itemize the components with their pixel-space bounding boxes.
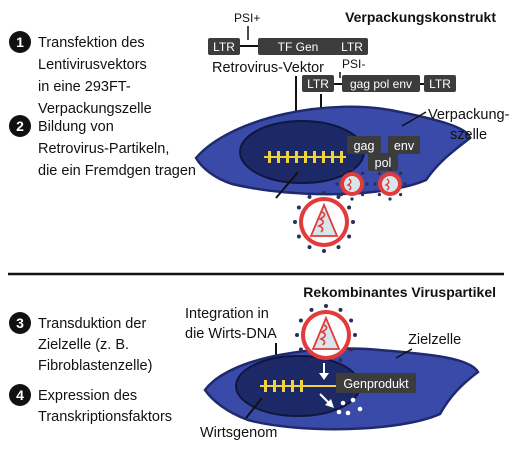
gene-product-box: [336, 373, 416, 393]
packaging-ltr-left-label: LTR: [307, 77, 329, 91]
packaging-dna: [264, 151, 346, 163]
small-virus-1: [335, 167, 369, 201]
step-3: 3 Transduktion der Zielzelle (z. B. Fibr…: [9, 312, 152, 374]
target-cell: Genprodukt: [203, 347, 480, 431]
env-label: env: [394, 139, 415, 153]
step-4-badge: [9, 384, 31, 406]
bottom-heading: Rekombinantes Viruspartikel: [303, 284, 496, 300]
step-1: 1 Transfektion des Lentivirusvektors in …: [9, 31, 152, 117]
small-virus-2: [373, 167, 407, 201]
packaging-genes-label: gag pol env: [350, 77, 412, 91]
virus-particle-top: [293, 191, 355, 253]
vector-ltr-right: [336, 38, 368, 55]
packaging-ltr-right: [424, 75, 456, 92]
target-cell-label: Zielzelle: [408, 332, 461, 348]
gag-box: [347, 136, 381, 154]
packaging-construct: PSI- LTR gag pol env LTR: [302, 57, 456, 92]
step-3-number: 3: [16, 315, 24, 331]
top-heading: Verpackungskonstrukt: [345, 9, 496, 25]
gag-label: gag: [354, 139, 375, 153]
pol-label: pol: [375, 156, 392, 170]
packaging-nucleus: [239, 120, 365, 184]
step-4-number: 4: [16, 387, 24, 403]
vector-gene-box: [258, 38, 338, 55]
step-2: 2 Bildung von Retrovirus-Partikeln, die …: [9, 115, 196, 179]
product-dots: [336, 397, 363, 416]
step-3-badge: [9, 312, 31, 334]
gene-product-label: Genprodukt: [343, 377, 409, 391]
step-3-text: Transduktion der Zielzelle (z. B. Fibrob…: [38, 316, 152, 374]
vector-gene-label: TF Gen: [278, 40, 319, 54]
retrovirus-vector-construct: PSI+ LTR TF Gen LTR Retrovirus-Vektor: [208, 11, 368, 76]
integration-label: Integration in die Wirts-DNA: [185, 306, 277, 342]
vector-caption: Retrovirus-Vektor: [212, 60, 324, 76]
virus-particle-bottom: [295, 304, 357, 363]
vector-ltr-right-label: LTR: [341, 40, 363, 54]
step-2-badge: [9, 115, 31, 137]
step-2-number: 2: [16, 118, 24, 134]
vector-ltr-left: [208, 38, 240, 55]
pol-box: [368, 153, 398, 171]
env-box: [388, 136, 420, 154]
step-1-number: 1: [16, 34, 24, 50]
step-4: 4 Expression des Transkriptionsfaktors: [9, 384, 172, 425]
packaging-genes-box: [342, 75, 420, 92]
host-genome-label: Wirtsgenom: [200, 425, 277, 441]
packaging-cell-label: Verpackung- szelle: [428, 107, 512, 143]
packaging-ltr-right-label: LTR: [429, 77, 451, 91]
step-1-badge: [9, 31, 31, 53]
packaging-ltr-left: [302, 75, 334, 92]
vector-ltr-left-label: LTR: [213, 40, 235, 54]
vector-psi-label: PSI+: [234, 11, 260, 25]
step-1-text: Transfektion des Lentivirusvektors in ei…: [38, 35, 152, 117]
step-4-text: Expression des Transkriptionsfaktors: [38, 388, 172, 425]
host-dna: [260, 380, 348, 392]
step-2-text: Bildung von Retrovirus-Partikeln, die ei…: [38, 119, 196, 179]
packaging-psi-label: PSI-: [342, 57, 365, 71]
